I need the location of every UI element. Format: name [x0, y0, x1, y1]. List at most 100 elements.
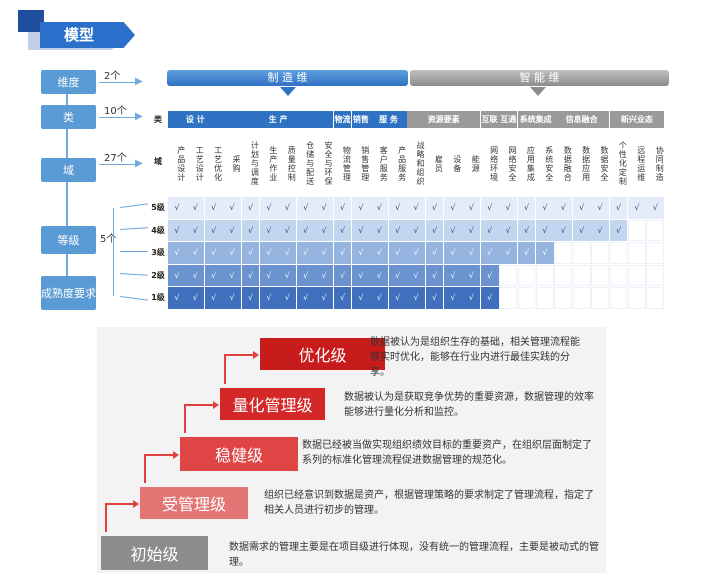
- check-cell: √: [315, 242, 333, 264]
- check-cell: √: [260, 197, 278, 219]
- check-cell: √: [480, 197, 499, 219]
- empty-cell: [517, 287, 536, 309]
- empty-cell: [591, 242, 609, 264]
- check-cell: √: [223, 242, 241, 264]
- maturity-desc-2: 组织已经意识到数据是资产，根据管理策略的要求制定了管理流程，指定了相关人员进行初…: [264, 490, 594, 516]
- check-cell: √: [536, 219, 554, 241]
- empty-cell: [554, 287, 573, 309]
- check-cell: √: [241, 287, 260, 309]
- empty-cell: [536, 264, 554, 286]
- domain-header-12: 客户服务: [379, 145, 389, 182]
- check-cell: √: [204, 242, 223, 264]
- domain-header-22: 数据融合: [563, 145, 573, 182]
- level-label-4: 4级: [151, 225, 165, 235]
- check-cell: √: [425, 242, 444, 264]
- empty-cell: [609, 264, 628, 286]
- empty-cell: [609, 287, 628, 309]
- arrow-right-icon: ▶: [135, 158, 143, 169]
- check-cell: √: [333, 264, 352, 286]
- empty-cell: [536, 287, 554, 309]
- check-cell: √: [572, 219, 591, 241]
- check-cell: √: [425, 287, 444, 309]
- check-cell: √: [388, 264, 407, 286]
- domain-header-20: 应用集成: [526, 145, 536, 182]
- check-cell: √: [536, 242, 554, 264]
- domain-header-4: 采购: [231, 154, 241, 173]
- check-cell: √: [517, 197, 536, 219]
- check-cell: √: [278, 197, 297, 219]
- level-label-5: 5级: [151, 203, 165, 212]
- arrow-right-icon: [173, 451, 179, 459]
- level-label-3: 3级: [151, 248, 165, 257]
- check-cell: √: [315, 264, 333, 286]
- class-header-5: 服 务: [370, 111, 407, 128]
- bracket-ray: [120, 251, 148, 252]
- check-cell: √: [462, 242, 481, 264]
- check-cell: √: [278, 287, 297, 309]
- check-cell: √: [204, 287, 223, 309]
- check-cell: √: [204, 219, 223, 241]
- empty-cell: [628, 264, 646, 286]
- empty-cell: [554, 242, 573, 264]
- domain-header-1: 产品设计: [176, 145, 186, 182]
- level-label-1: 1级: [151, 293, 165, 302]
- manufacturing-dimension-banner: 制 造 维: [167, 70, 408, 86]
- check-cell: √: [204, 197, 223, 219]
- class-header-7: 互联 互通: [480, 111, 517, 128]
- check-cell: √: [628, 197, 646, 219]
- check-cell: √: [444, 264, 462, 286]
- check-cell: √: [296, 287, 315, 309]
- check-cell: √: [315, 287, 333, 309]
- arrow-right-icon: [133, 500, 139, 508]
- domain-header-24: 数据安全: [599, 145, 609, 182]
- check-cell: √: [554, 219, 573, 241]
- check-cell: √: [480, 219, 499, 241]
- check-cell: √: [296, 242, 315, 264]
- check-cell: √: [315, 197, 333, 219]
- check-cell: √: [388, 242, 407, 264]
- check-cell: √: [296, 219, 315, 241]
- domain-header-15: 雇员: [434, 154, 444, 173]
- domain-header-2: 工艺设计: [195, 145, 205, 182]
- empty-cell: [591, 264, 609, 286]
- check-cell: √: [352, 219, 370, 241]
- class-header-4: 销售: [352, 111, 370, 128]
- class-header-6: 资源要素: [407, 111, 481, 128]
- empty-cell: [499, 287, 517, 309]
- flow-box-3: 域: [41, 158, 96, 182]
- maturity-desc-4: 数据被认为是获取竞争优势的重要资源，数据管理的效率能够进行量化分析和监控。: [344, 392, 594, 418]
- domain-header-27: 协同制造: [655, 145, 665, 182]
- step-connector: [184, 404, 214, 433]
- check-cell: √: [223, 219, 241, 241]
- domain-header-26: 远程运维: [636, 145, 646, 182]
- check-cell: √: [425, 264, 444, 286]
- class-header-3: 物流: [333, 111, 352, 128]
- corner-domain-label: 域: [154, 157, 162, 166]
- check-cell: √: [444, 219, 462, 241]
- flow-h-line: [99, 164, 139, 165]
- flow-h-line: [99, 82, 139, 83]
- flow-box-2: 类: [41, 105, 96, 129]
- domain-header-25: 个性化定制: [618, 141, 628, 186]
- class-header-1: 设 计: [168, 111, 223, 128]
- empty-cell: [499, 264, 517, 286]
- check-cell: √: [260, 287, 278, 309]
- check-cell: √: [407, 197, 425, 219]
- check-cell: √: [278, 219, 297, 241]
- step-connector: [105, 503, 134, 532]
- check-cell: √: [407, 264, 425, 286]
- arrow-right-icon: ▶: [135, 76, 143, 87]
- check-cell: √: [370, 287, 389, 309]
- class-header-2: 生 产: [223, 111, 333, 128]
- check-cell: √: [223, 197, 241, 219]
- domain-header-14: 战略和组织: [415, 141, 425, 186]
- check-cell: √: [168, 197, 186, 219]
- domain-header-17: 能源: [471, 154, 481, 173]
- empty-cell: [628, 242, 646, 264]
- check-cell: √: [168, 242, 186, 264]
- empty-cell: [646, 264, 665, 286]
- flow-count: 27个: [104, 153, 127, 164]
- intelligence-dimension-banner: 智 能 维: [410, 70, 669, 86]
- maturity-desc-3: 数据已经被当做实现组织绩效目标的重要资产，在组织层面制定了系列的标准化管理流程促…: [302, 440, 592, 466]
- domain-header-11: 销售管理: [360, 145, 370, 182]
